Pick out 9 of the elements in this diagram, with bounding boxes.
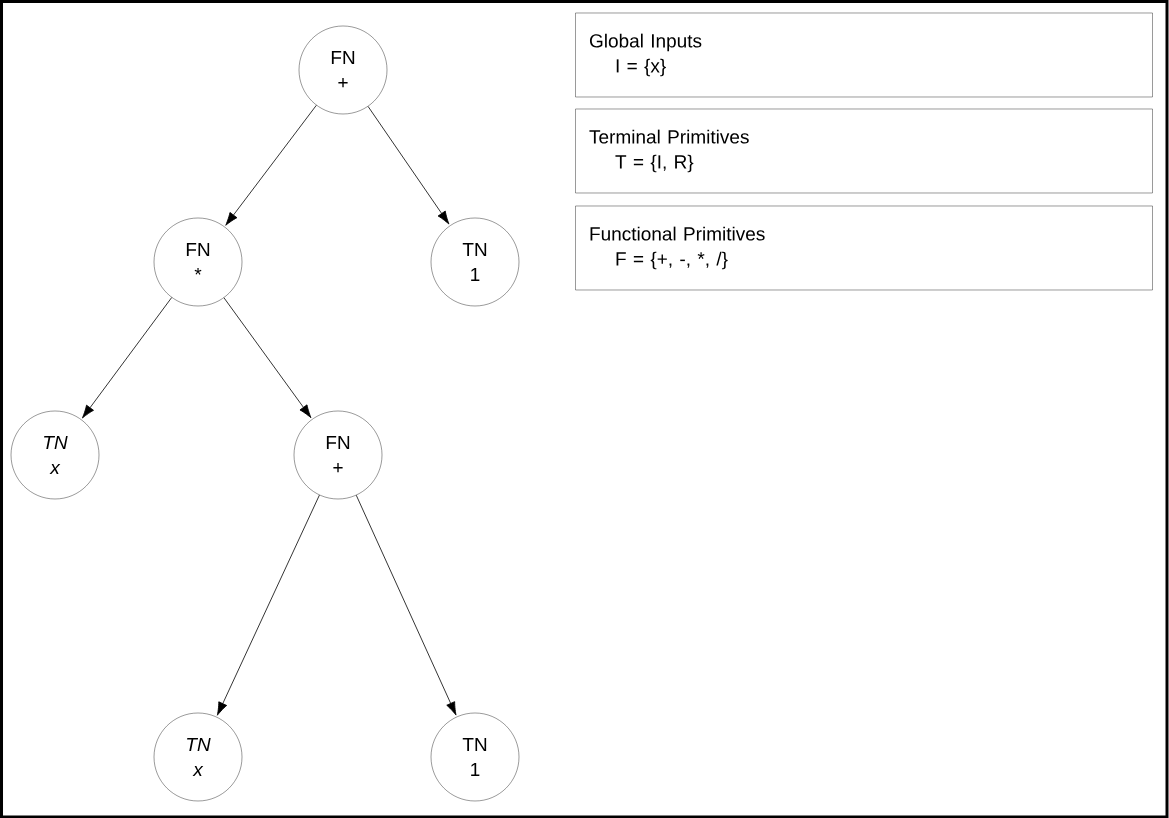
arrow — [355, 494, 457, 716]
arrow — [367, 106, 450, 225]
arrow — [216, 494, 320, 716]
arrow — [225, 104, 317, 226]
definition-box: Functional Primitives F = {+, -, *, /} — [575, 205, 1153, 291]
arrow — [82, 297, 173, 419]
definition-box: Global Inputs I = {x} — [575, 12, 1153, 98]
arrow — [223, 297, 312, 419]
definition-box: Terminal Primitives T = {I, R} — [575, 108, 1153, 194]
